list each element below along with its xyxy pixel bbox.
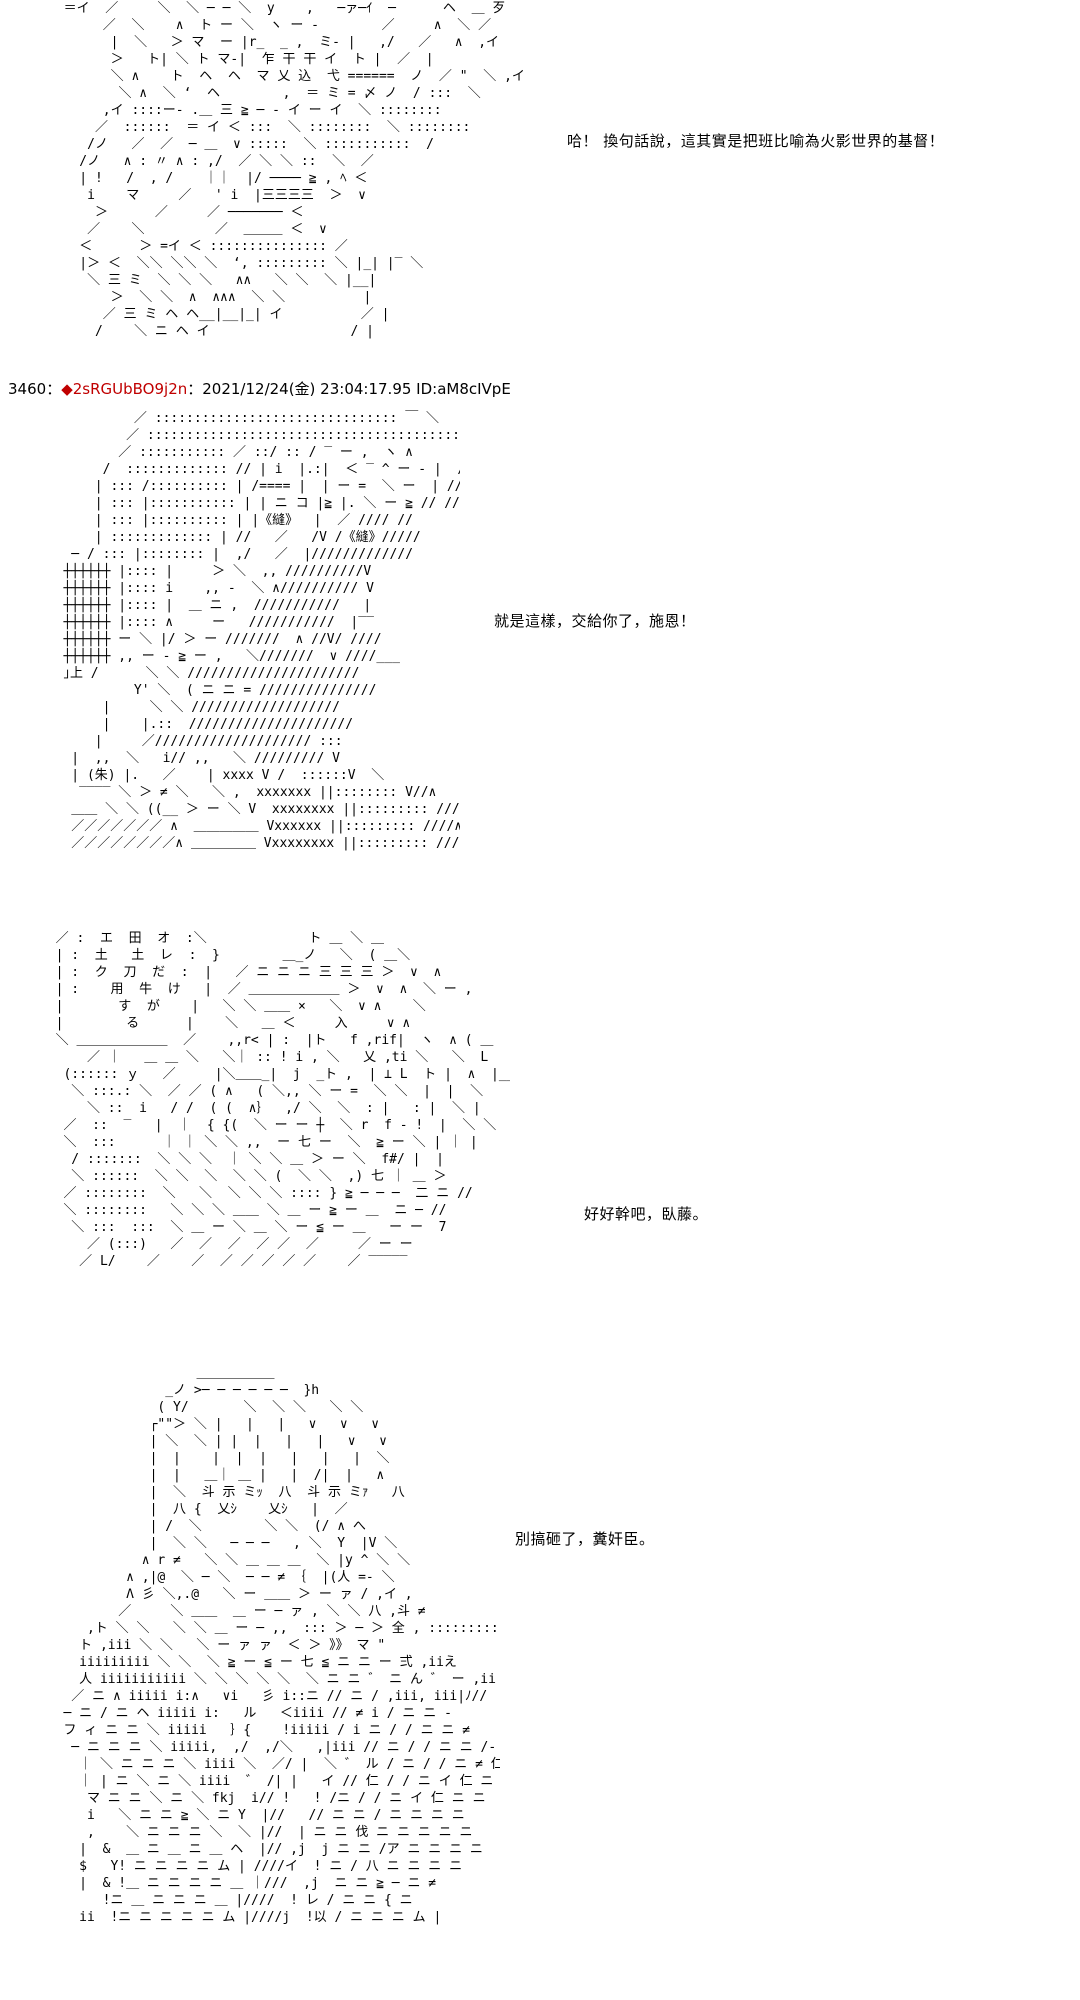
ascii-art-panel-1: ＝イ ／ ＼ ＼ ─ ─ ＼ y , ─ァ─ｲ ─ ヘ ＿ 歹 ／ ＼ ∧ ト … bbox=[63, 1, 525, 339]
ascii-art-panel-2: ／ ::::::::::::::::::::::::::::::: ￣ ＼ ／ … bbox=[63, 411, 460, 851]
post-header: 3460：◆2sRGUbBO9j2n：2021/12/24(金) 23:04:1… bbox=[8, 378, 511, 399]
tripcode: 2sRGUbBO9j2n bbox=[72, 380, 188, 398]
trip-diamond-icon: ◆ bbox=[61, 380, 73, 398]
dialog-line-3: 好好幹吧，臥藤。 bbox=[584, 1205, 709, 1223]
post-number: 3460 bbox=[8, 380, 47, 398]
ascii-art-panel-4: ＿＿＿＿＿＿ _ノ >─ ─ ─ ─ ─ ─ }h ( Y/ ＼ ＼ ＼ ＼ ＼… bbox=[63, 1366, 500, 1925]
post-separator: ： bbox=[46, 380, 62, 398]
dialog-line-2: 就是這樣，交給你了，施恩！ bbox=[494, 612, 696, 630]
dialog-line-1: 哈！ 換句話說，這其實是把班比喻為火影世界的基督！ bbox=[567, 132, 945, 150]
dialog-line-4: 別搞砸了，糞奸臣。 bbox=[515, 1530, 655, 1548]
post-meta: ：2021/12/24(金) 23:04:17.95 ID:aM8cIVpE bbox=[187, 380, 511, 398]
ascii-art-panel-3: ／ : エ 田 オ :＼ ト ＿ ＼ ＿ | : 土 土 レ : } ＿_ノ ＼… bbox=[55, 931, 510, 1269]
